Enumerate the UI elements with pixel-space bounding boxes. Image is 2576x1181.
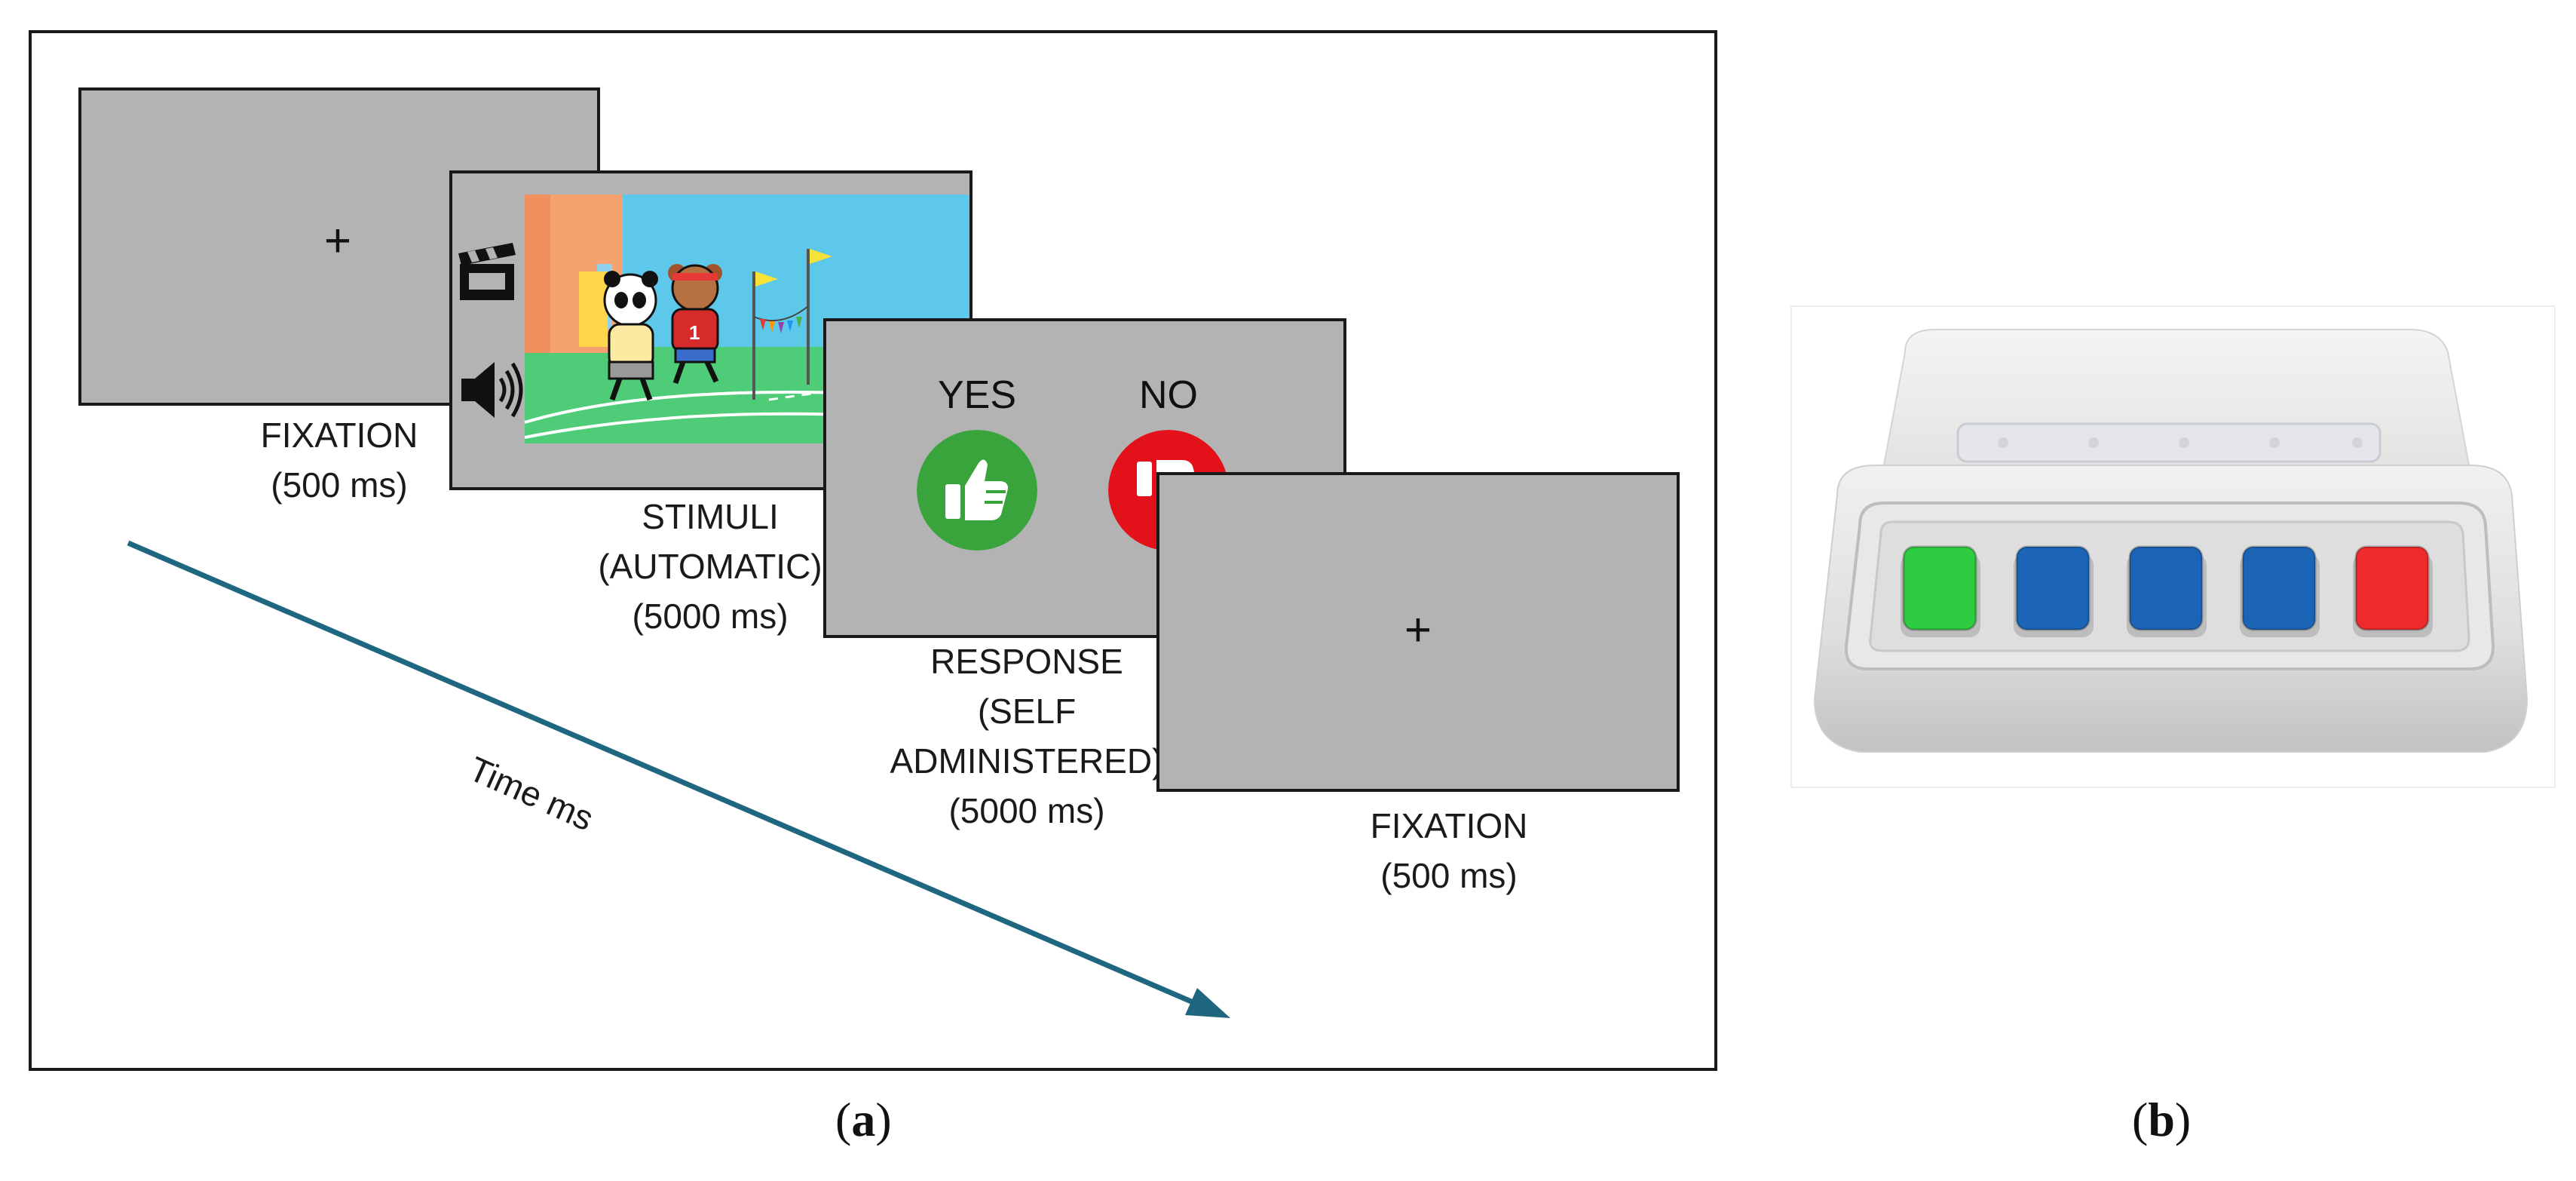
panda-character <box>603 271 658 401</box>
label-a-letter: a <box>851 1093 876 1146</box>
fixation-screen-2: + <box>1156 472 1680 792</box>
speaker-icon <box>461 362 523 418</box>
fixation-cross: + <box>323 215 352 267</box>
stimuli-illustration: 1 <box>458 195 969 443</box>
fixation-caption-2: FIXATION (500 ms) <box>1283 801 1615 900</box>
response-box-device <box>1813 329 2529 753</box>
yes-label: YES <box>937 373 1017 417</box>
paren-open: ( <box>2132 1093 2149 1146</box>
caption-line: STIMULI <box>642 497 779 536</box>
label-b-letter: b <box>2148 1093 2175 1146</box>
panel-b-response-box <box>1790 305 2556 788</box>
time-label: Time ms <box>463 748 600 839</box>
caption-line: ADMINISTERED) <box>890 741 1164 781</box>
caption-line: (500 ms) <box>1380 856 1518 895</box>
response-button-2[interactable] <box>2015 545 2091 631</box>
response-buttons <box>1901 545 2433 637</box>
caption-line: FIXATION <box>1370 806 1528 845</box>
response-button-3[interactable] <box>2128 545 2204 631</box>
bear-character: 1 <box>668 264 722 385</box>
clapperboard-icon <box>458 243 516 300</box>
stimuli-screen: 1 <box>449 170 973 490</box>
panel-a: + FIXATION (500 ms) <box>29 30 1717 1071</box>
caption-line: FIXATION <box>260 416 418 455</box>
paren-close: ) <box>2174 1093 2192 1146</box>
no-label: NO <box>1139 373 1198 417</box>
jersey-number: 1 <box>689 321 700 344</box>
response-caption: RESPONSE (SELF ADMINISTERED) (5000 ms) <box>846 637 1208 836</box>
fixation-cross: + <box>1404 604 1432 656</box>
response-button-4[interactable] <box>2241 545 2317 631</box>
race-scene: 1 <box>524 195 969 443</box>
thumbs-up-icon <box>917 430 1037 551</box>
response-button-1[interactable] <box>1902 545 1977 631</box>
response-button-5[interactable] <box>2354 545 2430 631</box>
paren-open: ( <box>835 1093 852 1146</box>
figure-label-b: (b) <box>2132 1092 2191 1148</box>
caption-line: (5000 ms) <box>948 791 1105 830</box>
figure-label-a: (a) <box>835 1092 892 1148</box>
paren-close: ) <box>875 1093 892 1146</box>
caption-line: (SELF <box>977 692 1077 731</box>
caption-line: (500 ms) <box>271 465 408 505</box>
fixation-caption-1: FIXATION (500 ms) <box>173 410 505 510</box>
caption-line: RESPONSE <box>930 642 1123 681</box>
